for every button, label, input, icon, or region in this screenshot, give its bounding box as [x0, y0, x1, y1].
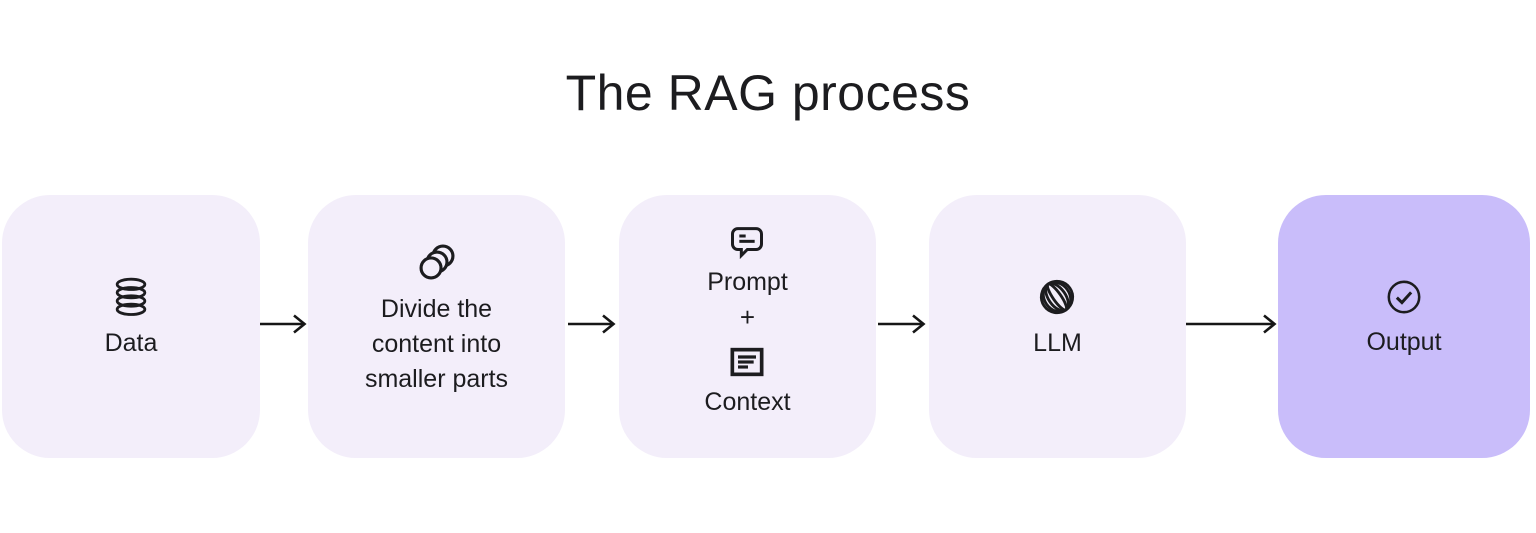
step-content-llm: LLM — [1033, 277, 1082, 361]
step-content-output: Output — [1366, 278, 1442, 360]
step-label-output: Output — [1366, 327, 1442, 356]
arrow-right-icon — [260, 311, 307, 337]
step-box-data: Data — [2, 195, 260, 458]
message-icon — [727, 222, 767, 262]
step-label-context: Context — [704, 387, 791, 416]
sphere-icon — [1037, 277, 1077, 317]
step-box-chunking: Divide the content into smaller parts — [308, 195, 565, 458]
step-content-prompt-context: Prompt + Context — [704, 222, 791, 416]
step-label-chunking: Divide the content into smaller parts — [365, 292, 508, 397]
arrow-right-icon — [1186, 311, 1277, 337]
arrow-right-icon — [878, 311, 926, 337]
step-content-data: Data — [104, 277, 158, 361]
step-label-llm: LLM — [1033, 328, 1082, 357]
document-icon — [727, 342, 767, 382]
step-box-output: Output — [1278, 195, 1530, 458]
plus-sign: + — [739, 301, 756, 332]
label-line: content into — [371, 329, 502, 358]
step-box-prompt-context: Prompt + Context — [619, 195, 876, 458]
chunks-icon — [416, 241, 458, 283]
step-box-llm: LLM — [929, 195, 1186, 458]
arrow-right-icon — [568, 311, 616, 337]
step-label-data: Data — [104, 328, 158, 357]
step-label-prompt: Prompt — [707, 267, 788, 296]
label-line: smaller parts — [364, 364, 509, 393]
check-circle-icon — [1385, 278, 1423, 316]
page-title: The RAG process — [565, 65, 971, 121]
database-icon — [111, 277, 151, 317]
label-line: Divide the — [380, 294, 493, 323]
step-content-chunking: Divide the content into smaller parts — [365, 241, 508, 397]
